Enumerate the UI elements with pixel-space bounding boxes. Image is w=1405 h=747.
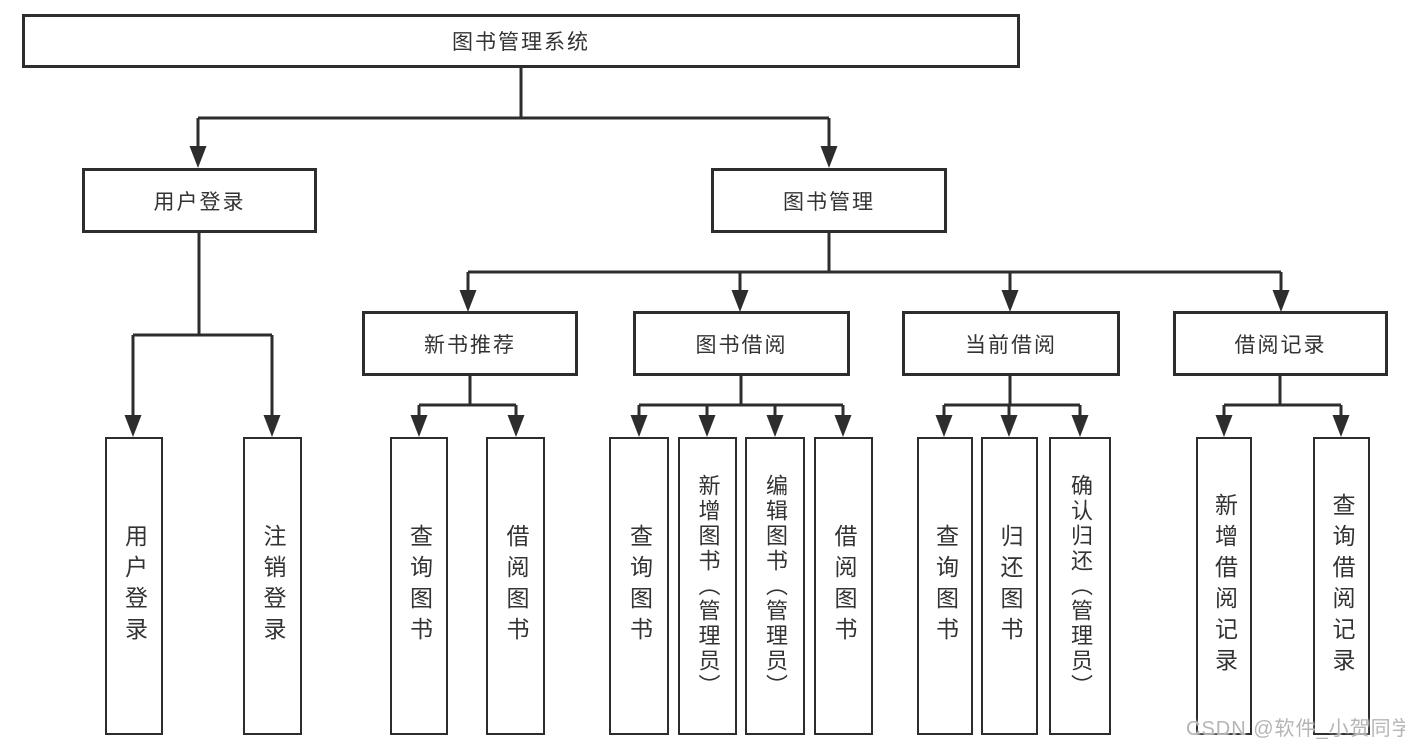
connector-paths [131,68,1343,421]
leaf-borrowing-query-books: 查询图书 [609,437,669,735]
node-book-borrowing: 图书借阅 [633,311,850,376]
node-root: 图书管理系统 [22,14,1020,68]
node-new-book-recommend: 新书推荐 [362,311,578,376]
node-borrow-records: 借阅记录 [1173,311,1388,376]
leaf-logout: 注销登录 [243,437,302,735]
leaf-recommend-query-books: 查询图书 [390,437,448,735]
leaf-records-query-record: 查询借阅记录 [1313,437,1370,735]
leaf-current-query-books: 查询图书 [917,437,973,735]
leaf-user-login: 用户登录 [105,437,163,735]
node-book-management: 图书管理 [711,168,947,233]
leaf-borrowing-edit-books-admin: 编辑图书（管理员） [745,437,805,735]
csdn-watermark: CSDN @软件_小贺同学 [1186,718,1405,740]
node-current-borrowing: 当前借阅 [902,311,1120,376]
leaf-recommend-borrow-books: 借阅图书 [486,437,545,735]
leaf-borrowing-borrow-books: 借阅图书 [814,437,873,735]
arrowheads [124,146,1350,437]
leaf-current-confirm-return-admin: 确认归还（管理员） [1049,437,1111,735]
node-user-login: 用户登录 [82,168,317,233]
leaf-current-return-books: 归还图书 [981,437,1038,735]
leaf-records-add-record: 新增借阅记录 [1196,437,1252,735]
leaf-borrowing-add-books-admin: 新增图书（管理员） [678,437,737,735]
